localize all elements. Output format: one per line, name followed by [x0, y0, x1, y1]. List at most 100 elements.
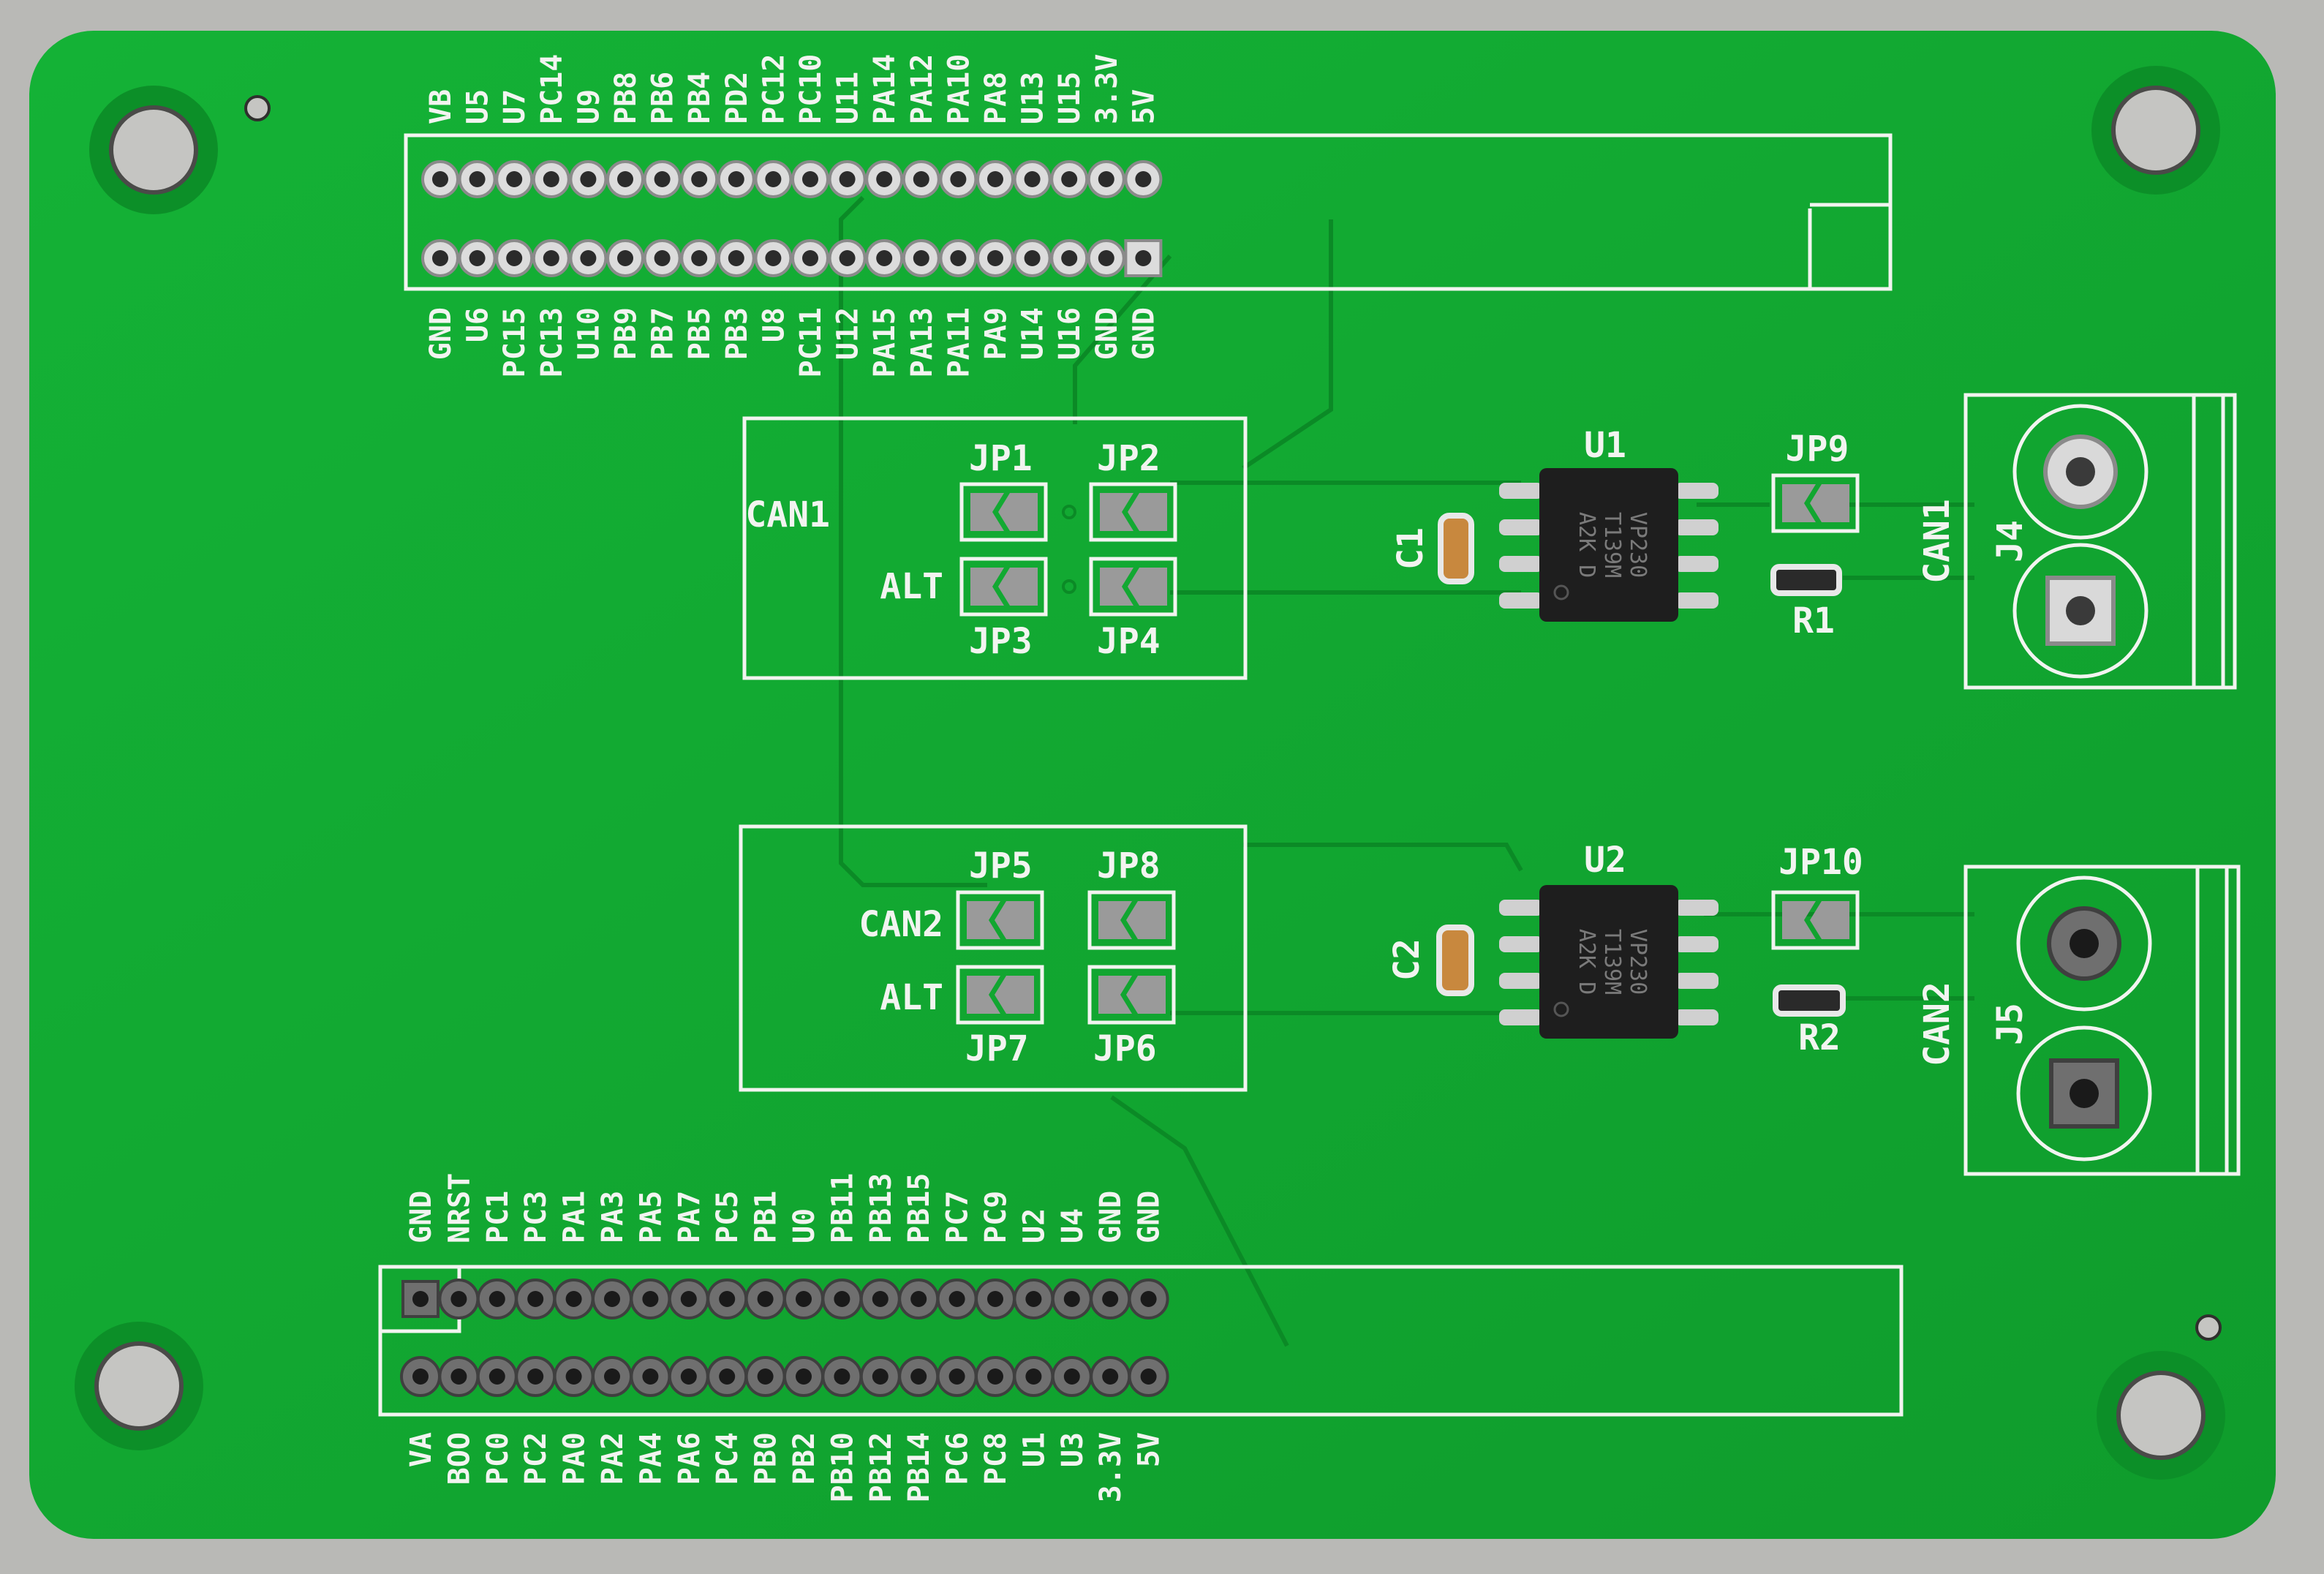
top-header-pin[interactable] — [939, 239, 978, 277]
bottom-header-pin[interactable] — [515, 1356, 557, 1397]
bottom-header-pin[interactable] — [668, 1356, 709, 1397]
top-header-pin[interactable] — [902, 239, 940, 277]
top-header-pin[interactable] — [532, 160, 570, 198]
top-header-pin[interactable] — [1013, 239, 1052, 277]
bottom-header-pin[interactable] — [936, 1356, 978, 1397]
top-header-pin[interactable] — [976, 239, 1014, 277]
top-header-pin[interactable] — [754, 160, 793, 198]
bottom-header-pin[interactable] — [821, 1279, 863, 1319]
top-header-pin[interactable] — [865, 239, 904, 277]
top-header-pin[interactable] — [643, 160, 682, 198]
top-header-pin[interactable] — [902, 160, 940, 198]
top-header-pin[interactable] — [569, 239, 608, 277]
top-header-pin[interactable] — [569, 160, 608, 198]
top-header-pin[interactable] — [865, 160, 904, 198]
jp2-pads[interactable] — [1089, 482, 1177, 542]
jp5-pads[interactable] — [956, 890, 1044, 950]
top-header-pin[interactable] — [606, 160, 644, 198]
bottom-header-pin[interactable] — [1090, 1356, 1131, 1397]
c2-capacitor[interactable]: C2 — [1387, 925, 1474, 996]
bottom-header-pin[interactable] — [706, 1356, 748, 1397]
top-header-pin[interactable] — [458, 239, 497, 277]
u1-transceiver[interactable]: U1 VP230 T139M A2K D — [1499, 425, 1719, 622]
bottom-header-pin[interactable] — [1128, 1279, 1169, 1319]
top-header-pin[interactable] — [976, 160, 1014, 198]
bottom-header-pin[interactable] — [744, 1279, 786, 1319]
jp6-pads[interactable] — [1087, 965, 1176, 1025]
jp4-pads[interactable] — [1089, 557, 1177, 617]
top-header-pin[interactable] — [791, 239, 829, 277]
bottom-header-pin[interactable] — [630, 1356, 671, 1397]
u2-transceiver[interactable]: U2 VP230 T139M A2K D — [1499, 840, 1719, 1039]
top-header-pin[interactable] — [458, 160, 497, 198]
jp10-jumper[interactable]: JP10 — [1771, 842, 1863, 950]
bottom-header-pin[interactable] — [1051, 1356, 1093, 1397]
bottom-header-pin[interactable] — [859, 1279, 901, 1319]
bottom-header-pin[interactable] — [515, 1279, 557, 1319]
bottom-header-pin[interactable] — [859, 1356, 901, 1397]
bottom-header-pin[interactable] — [936, 1279, 978, 1319]
bottom-header-pin[interactable] — [592, 1356, 633, 1397]
top-header-pin[interactable] — [717, 160, 755, 198]
bottom-header-pin[interactable] — [898, 1279, 940, 1319]
bottom-header-pin[interactable] — [706, 1279, 748, 1319]
r1-resistor[interactable]: R1 — [1770, 564, 1842, 641]
top-header-pin[interactable] — [754, 239, 793, 277]
bottom-header-pin[interactable] — [668, 1279, 709, 1319]
bottom-header-pin[interactable] — [553, 1356, 595, 1397]
bottom-header-pin[interactable] — [1051, 1279, 1093, 1319]
c1-capacitor[interactable]: C1 — [1390, 513, 1474, 584]
j5-terminal-block[interactable]: J5 CAN2 — [1917, 865, 2241, 1176]
top-header-pin[interactable] — [421, 160, 459, 198]
bottom-header-pin[interactable] — [553, 1279, 595, 1319]
bottom-header-pin[interactable] — [630, 1279, 671, 1319]
top-header-pin[interactable] — [1124, 160, 1163, 198]
bottom-header-pin[interactable] — [898, 1356, 940, 1397]
top-header-pin[interactable] — [791, 160, 829, 198]
jp3-pads[interactable] — [959, 557, 1048, 617]
bottom-header-pin[interactable] — [438, 1279, 480, 1319]
bottom-header-pin[interactable] — [1013, 1356, 1055, 1397]
top-header-pin[interactable] — [939, 160, 978, 198]
bottom-header-pin[interactable] — [592, 1279, 633, 1319]
top-header-pin[interactable] — [532, 239, 570, 277]
top-header-pin[interactable] — [680, 239, 719, 277]
bottom-header-pin[interactable] — [975, 1279, 1016, 1319]
bottom-header-pin[interactable] — [1128, 1356, 1169, 1397]
bottom-header-pin[interactable] — [476, 1356, 518, 1397]
bottom-header-pin[interactable] — [438, 1356, 480, 1397]
top-header-pin[interactable] — [421, 239, 459, 277]
top-header-pin[interactable] — [1124, 239, 1163, 277]
bottom-header-pin[interactable] — [744, 1356, 786, 1397]
bottom-header-pin[interactable] — [975, 1356, 1016, 1397]
jp9-jumper[interactable]: JP9 — [1771, 429, 1860, 533]
top-header-pin[interactable] — [606, 239, 644, 277]
top-header-pin[interactable] — [495, 239, 534, 277]
bottom-header-pin[interactable] — [1090, 1279, 1131, 1319]
top-header-pin[interactable] — [1050, 160, 1089, 198]
jp10-pads[interactable] — [1771, 890, 1860, 950]
jp8-pads[interactable] — [1087, 890, 1176, 950]
bottom-header-pin[interactable] — [400, 1356, 441, 1397]
jp9-pads[interactable] — [1771, 473, 1860, 533]
bottom-header-pin[interactable] — [476, 1279, 518, 1319]
bottom-header-pin[interactable] — [821, 1356, 863, 1397]
jp7-pads[interactable] — [956, 965, 1044, 1025]
top-header-pin[interactable] — [828, 160, 867, 198]
bottom-header-pin[interactable] — [401, 1280, 439, 1318]
j4-terminal-block[interactable]: J4 CAN1 — [1917, 393, 2237, 690]
top-header-pin[interactable] — [680, 160, 719, 198]
r2-resistor[interactable]: R2 — [1773, 984, 1846, 1058]
bottom-header-pin[interactable] — [783, 1279, 824, 1319]
top-header-pin[interactable] — [495, 160, 534, 198]
top-header-pin[interactable] — [1050, 239, 1089, 277]
bottom-header-pin[interactable] — [1013, 1279, 1055, 1319]
jp1-pads[interactable] — [959, 482, 1048, 542]
bottom-header-pin[interactable] — [783, 1356, 824, 1397]
top-header-pin[interactable] — [1087, 160, 1125, 198]
top-header-pin[interactable] — [828, 239, 867, 277]
top-header-pin[interactable] — [717, 239, 755, 277]
top-header-pin[interactable] — [1013, 160, 1052, 198]
top-header-pin[interactable] — [1087, 239, 1125, 277]
top-header-pin[interactable] — [643, 239, 682, 277]
